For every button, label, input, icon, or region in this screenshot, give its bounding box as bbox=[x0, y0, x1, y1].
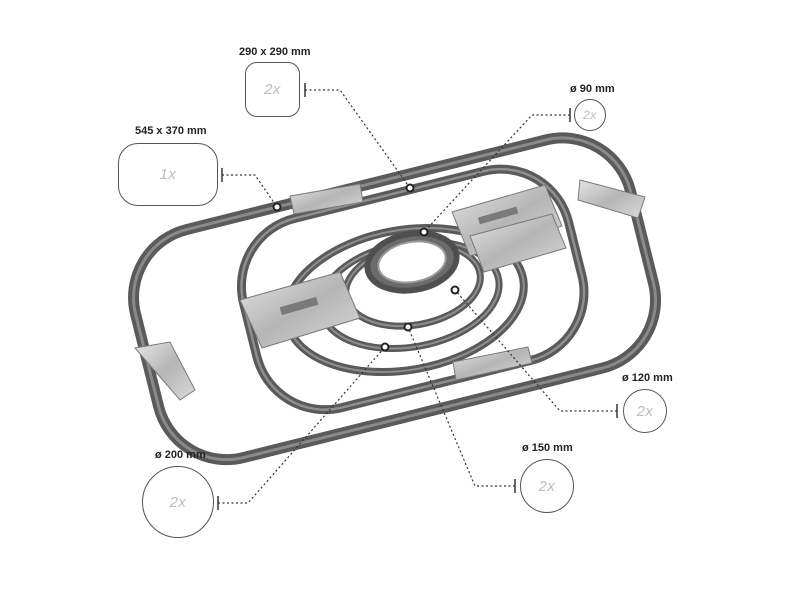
quantity-box-120: 2x bbox=[623, 389, 667, 433]
hoop-brackets bbox=[134, 179, 646, 401]
quantity-box-200: 2x bbox=[142, 466, 214, 538]
quantity-90: 2x bbox=[583, 108, 597, 122]
quantity-545x370: 1x bbox=[159, 166, 177, 183]
quantity-120: 2x bbox=[636, 402, 654, 420]
quantity-box-545x370: 1x bbox=[118, 143, 218, 206]
quantity-150: 2x bbox=[538, 477, 556, 495]
label-150: ø 150 mm bbox=[522, 442, 573, 454]
quantity-box-90: 2x bbox=[574, 99, 606, 131]
leader-end-ticks bbox=[217, 83, 618, 510]
hoop-90 bbox=[364, 230, 460, 294]
leader-545x370 bbox=[222, 174, 278, 208]
leader-200 bbox=[218, 346, 386, 504]
quantity-box-290x290: 2x bbox=[245, 62, 300, 117]
quantity-box-150: 2x bbox=[520, 459, 574, 513]
quantity-200: 2x bbox=[169, 493, 187, 511]
label-545x370: 545 x 370 mm bbox=[135, 125, 207, 137]
label-90: ø 90 mm bbox=[570, 83, 615, 95]
label-290x290: 290 x 290 mm bbox=[239, 46, 311, 58]
leader-anchor-dots bbox=[272, 183, 460, 352]
hoop-290x290 bbox=[236, 164, 589, 415]
bracket-slots bbox=[279, 206, 519, 316]
label-120: ø 120 mm bbox=[622, 372, 673, 384]
quantity-290x290: 2x bbox=[264, 81, 281, 98]
leader-120 bbox=[454, 289, 617, 412]
leader-90 bbox=[423, 114, 570, 233]
leader-lines bbox=[218, 89, 617, 504]
label-200: ø 200 mm bbox=[155, 449, 206, 461]
